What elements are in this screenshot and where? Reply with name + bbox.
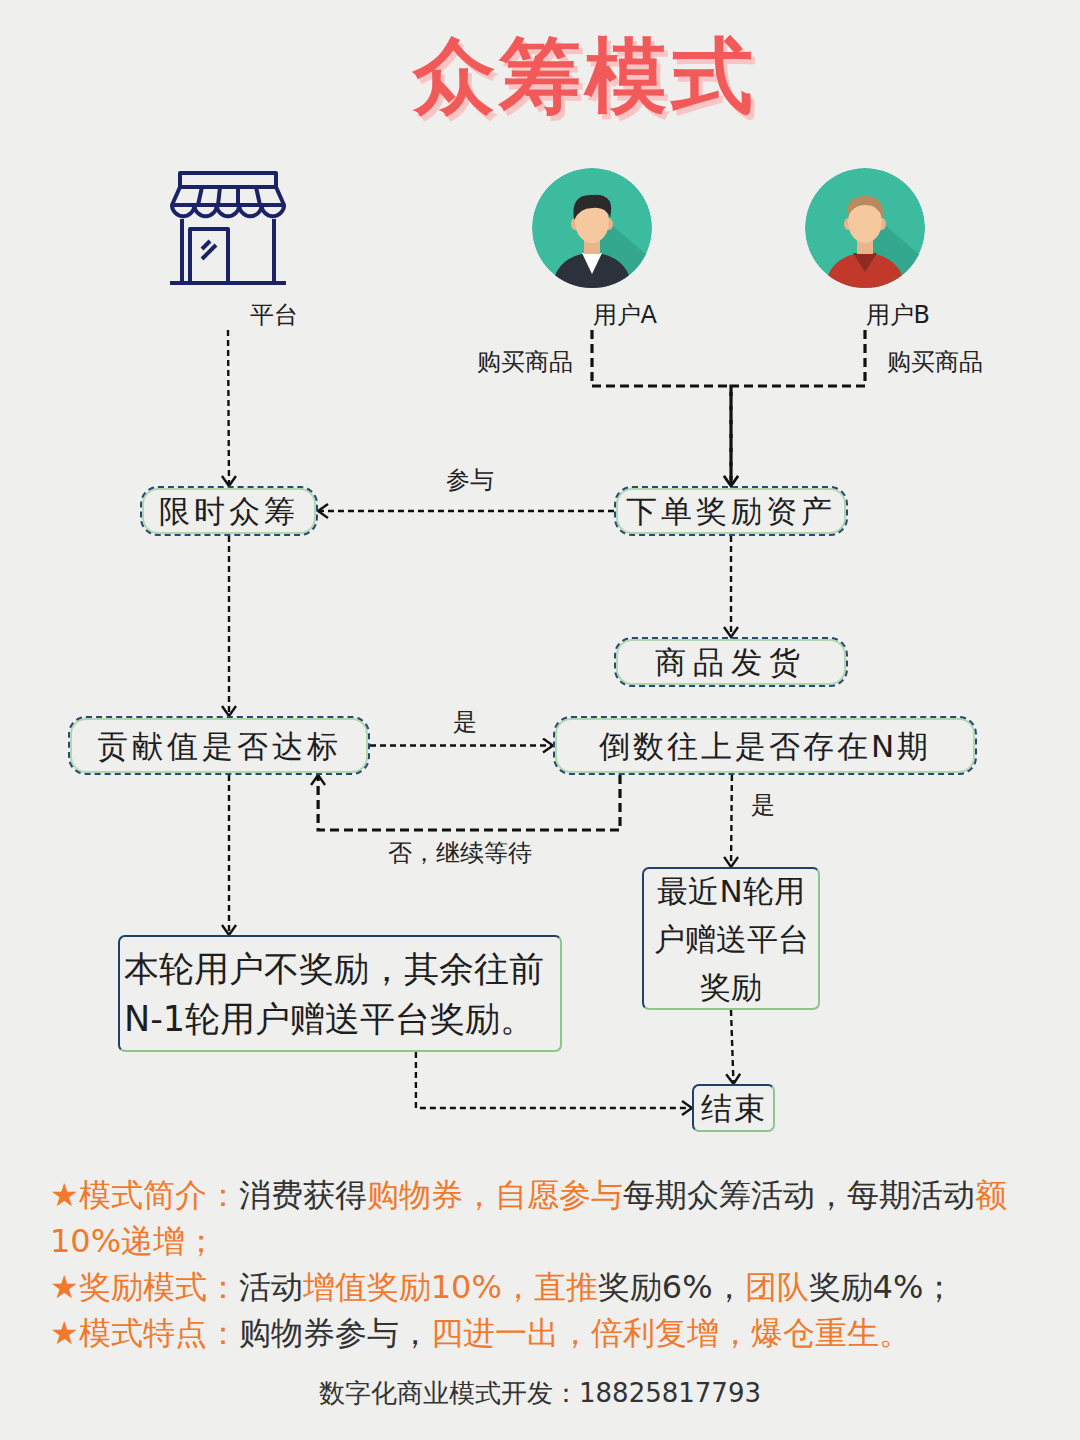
node-text: 本轮用户不奖励，其余往前N-1轮用户赠送平台奖励。 (120, 944, 560, 1044)
note-text: 消费获得 (239, 1176, 367, 1214)
node-text: 倒数往上是否存在N期 (599, 726, 931, 766)
user-node: 用户B (800, 168, 930, 330)
note-text: 活动 (239, 1268, 303, 1306)
node-text: 贡献值是否达标 (97, 726, 342, 766)
note-text: ★模式简介： (50, 1176, 239, 1214)
note-paragraph: ★模式简介：消费获得购物券，自愿参与每期众筹活动，每期活动额10%递增； (50, 1172, 1015, 1264)
node-text: 最近N轮用户赠送平台奖励 (644, 867, 818, 1011)
note-text: ★模式特点： (50, 1314, 239, 1352)
edge-label: 参与 (446, 464, 494, 496)
note-text: 团队 (745, 1268, 809, 1306)
flow-connector (730, 775, 733, 867)
store-icon (158, 165, 298, 290)
note-text: 每期众筹活动，每期活动 (623, 1176, 975, 1214)
note-text: 购物券，自愿参与 (367, 1176, 623, 1214)
process-box: 限时众筹 (140, 486, 318, 536)
edge-label: 否，继续等待 (388, 837, 532, 869)
flow-connector (228, 330, 229, 486)
note-paragraph: ★模式特点：购物券参与，四进一出，倍利复增，爆仓重生。 (50, 1310, 1050, 1356)
edge-label: 购买商品 (477, 346, 573, 378)
diagram-title: 众筹模式 (180, 28, 990, 124)
process-box: 下单奖励资产 (614, 486, 848, 536)
result-box: 本轮用户不奖励，其余往前N-1轮用户赠送平台奖励。 (118, 935, 562, 1052)
flow-connector (228, 775, 230, 935)
decision-box: 倒数往上是否存在N期 (553, 716, 977, 775)
node-text: 限时众筹 (159, 491, 299, 531)
flow-connector (318, 510, 614, 512)
result-box: 最近N轮用户赠送平台奖励 (642, 867, 820, 1010)
decision-box: 贡献值是否达标 (68, 716, 370, 775)
node-text: 用户B (866, 300, 930, 330)
user-avatar (805, 168, 925, 288)
flow-connector (370, 744, 553, 746)
footer-note: 数字化商业模式开发：18825817793 (319, 1378, 761, 1408)
edge-label: 是 (751, 789, 775, 821)
node-text: 下单奖励资产 (626, 491, 836, 531)
note-text: 增值奖励10%，直推 (303, 1268, 598, 1306)
user-avatar (532, 168, 652, 288)
node-text: 商品发货 (655, 642, 807, 682)
flow-connector (416, 1052, 692, 1108)
node-text: 用户A (593, 300, 657, 330)
flow-connector (228, 536, 230, 716)
flow-connector (318, 775, 620, 830)
note-text: 奖励4%； (809, 1268, 956, 1306)
user-node: 用户A (527, 168, 657, 330)
note-text: 奖励6%， (598, 1268, 745, 1306)
flow-connector (731, 330, 865, 486)
note-text: ★奖励模式： (50, 1268, 239, 1306)
node-text: 结束 (701, 1088, 767, 1128)
note-text: 购物券参与， (239, 1314, 431, 1352)
note-paragraph: 数字化商业模式开发：18825817793 (0, 1375, 1080, 1411)
note-paragraph: ★奖励模式：活动增值奖励10%，直推奖励6%，团队奖励4%； (50, 1264, 1050, 1310)
node-text: 平台 (250, 300, 298, 330)
platform-node: 平台 (158, 165, 298, 330)
flow-connector (592, 330, 731, 486)
edge-label: 购买商品 (887, 346, 983, 378)
flow-connector (731, 1010, 734, 1084)
edge-label: 是 (453, 706, 477, 738)
note-text: 四进一出，倍利复增，爆仓重生。 (431, 1314, 911, 1352)
end-box: 结束 (692, 1084, 775, 1132)
flow-connector (730, 536, 732, 637)
process-box: 商品发货 (614, 637, 848, 687)
